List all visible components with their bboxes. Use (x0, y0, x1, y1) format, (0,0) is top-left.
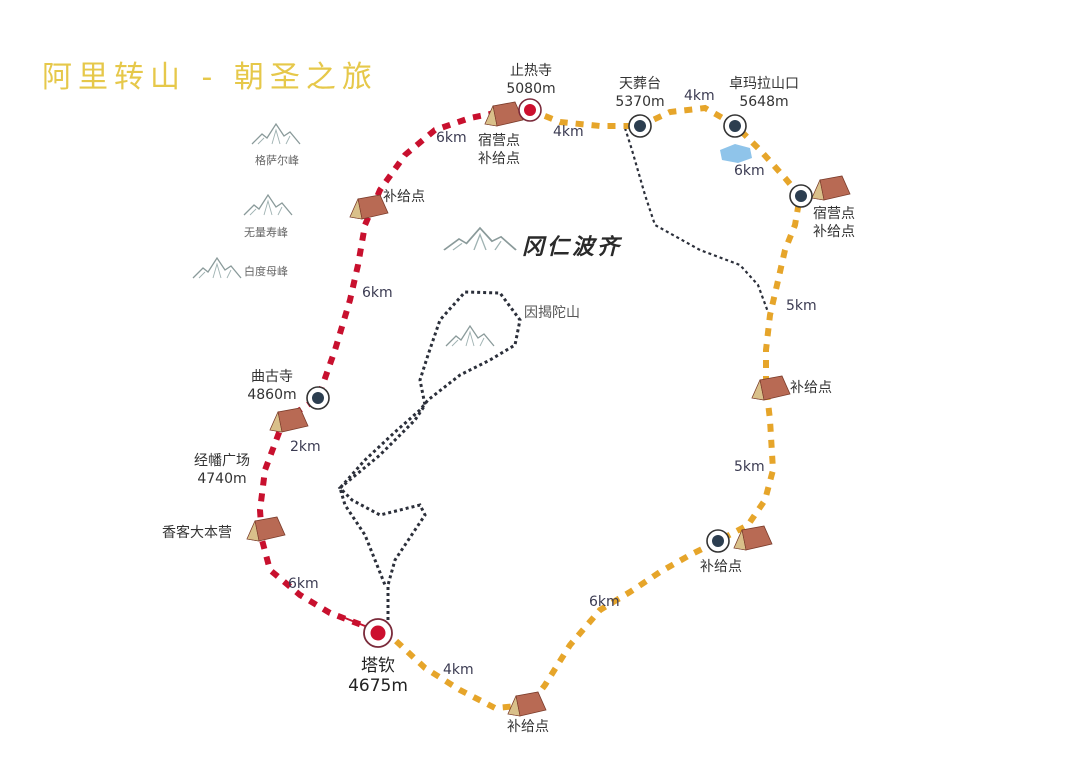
supply-west-label: 补给点 (383, 189, 425, 205)
tent-zhire-icon (484, 101, 524, 127)
station-zhire-elevation: 5080m (506, 81, 556, 97)
camp-east-supply: 补给点 (813, 224, 855, 240)
distance-zhire-tianzang: 4km (553, 124, 584, 140)
peak-gesaer-icon (251, 123, 301, 145)
distance-camp-supply-east: 5km (786, 298, 817, 314)
station-tarchen-elevation: 4675m (348, 676, 408, 696)
station-tianzang-name: 天葬台 (619, 76, 661, 92)
station-tianzang-elevation: 5370m (615, 94, 665, 110)
checkpoint-zhire (518, 98, 542, 122)
mountain-range-name: 冈仁波齐 (522, 234, 623, 260)
checkpoint-camp-east (789, 184, 813, 208)
camp-east-camp: 宿营点 (813, 206, 855, 222)
distance-supply-east-southeast: 5km (734, 459, 765, 475)
peak-wuliangshou-icon (243, 194, 293, 216)
checkpoint-tarchen-start (363, 618, 393, 648)
distance-tianzang-zhuoma: 4km (684, 88, 715, 104)
station-zhire-supply: 补给点 (478, 151, 520, 167)
tent-xiangke-icon (246, 516, 286, 542)
map-title: 阿里转山 - 朝圣之旅 (42, 60, 378, 95)
distance-south-tarchen: 4km (443, 662, 474, 678)
station-jingfan-elevation: 4740m (197, 471, 247, 487)
distance-southeast-south: 6km (589, 594, 620, 610)
station-xiangke-name: 香客大本营 (162, 525, 232, 541)
distance-tarchen-xiangke: 6km (288, 576, 319, 592)
distance-jingfan-qugu: 2km (290, 439, 321, 455)
distance-qugu-supply: 6km (362, 285, 393, 301)
route-west-red (256, 109, 501, 633)
checkpoint-southeast (706, 529, 730, 553)
supply-south-label: 补给点 (507, 719, 549, 735)
station-zhuoma-elevation: 5648m (739, 94, 789, 110)
side-mountain-name: 因揭陀山 (524, 305, 580, 321)
station-jingfan-name: 经幡广场 (194, 453, 250, 469)
station-qugu-name: 曲古寺 (251, 369, 293, 385)
tent-camp-east-icon (811, 175, 851, 201)
side-trail-tianzang (623, 127, 770, 313)
tent-supply-east-icon (751, 375, 791, 401)
station-zhire-name: 止热寺 (510, 63, 552, 79)
station-zhuoma-name: 卓玛拉山口 (729, 76, 799, 92)
peak-label-wuliangshou: 无量寿峰 (244, 226, 288, 239)
peak-label-baidumu: 白度母峰 (244, 265, 288, 278)
mountain-range-icon (443, 227, 517, 251)
peak-baidumu-icon (192, 257, 242, 279)
side-trail-yinjietuo (337, 290, 522, 620)
station-zhire-camp: 宿营点 (478, 133, 520, 149)
checkpoint-qugu (306, 386, 330, 410)
distance-supply-zhire: 6km (436, 130, 467, 146)
checkpoint-zhuoma (723, 114, 747, 138)
peak-yinjietuo-icon (445, 325, 495, 347)
station-tarchen-name: 塔钦 (361, 656, 395, 676)
supply-east-label: 补给点 (790, 380, 832, 396)
checkpoint-tianzang (628, 114, 652, 138)
tent-supply-south-icon (507, 691, 547, 717)
peak-label-gesaer: 格萨尔峰 (255, 154, 299, 167)
lake (720, 144, 752, 163)
distance-zhuoma-camp: 6km (734, 163, 765, 179)
route-east-orange (376, 104, 804, 712)
supply-southeast-label: 补给点 (700, 559, 742, 575)
station-qugu-elevation: 4860m (247, 387, 297, 403)
